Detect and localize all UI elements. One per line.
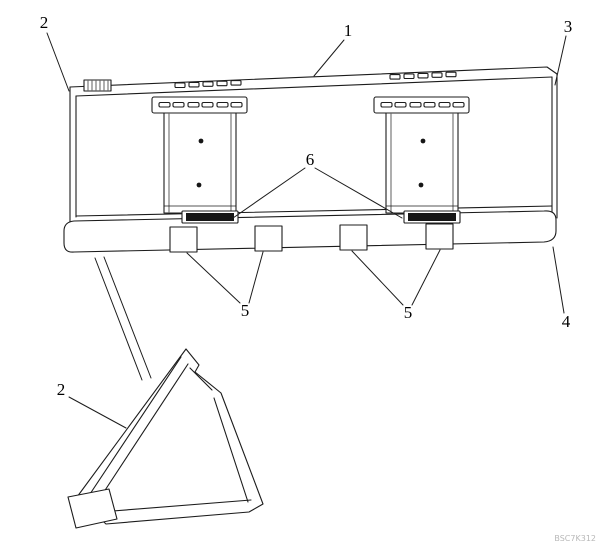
callout-label-5-right: 5 bbox=[404, 303, 413, 322]
leader-lines bbox=[46, 32, 567, 429]
vent-slot bbox=[158, 101, 171, 108]
top-rim-slots-left bbox=[174, 80, 242, 89]
rim-slot bbox=[403, 73, 415, 80]
bracket-body bbox=[385, 112, 459, 214]
rim-slot bbox=[417, 72, 429, 79]
bottom-tab-1 bbox=[169, 226, 198, 253]
bolt-hole bbox=[418, 182, 424, 188]
vent-slot bbox=[452, 101, 465, 108]
figure-part-code: BSC7K312 bbox=[554, 534, 596, 543]
bucket-top-edge bbox=[69, 66, 558, 88]
bucket-rear-view bbox=[63, 66, 558, 253]
side-back-plate-line-b bbox=[93, 363, 189, 508]
vent-slot bbox=[201, 101, 214, 108]
vent-slot bbox=[380, 101, 393, 108]
mounting-bracket-right bbox=[373, 96, 470, 224]
rim-slot bbox=[188, 81, 200, 88]
leader-callout-5-right-b bbox=[411, 249, 441, 306]
vent-slot bbox=[216, 101, 229, 108]
vent-slot bbox=[230, 101, 243, 108]
rim-slot bbox=[216, 80, 228, 87]
bottom-tab-3 bbox=[339, 224, 368, 251]
leader-callout-2-top bbox=[46, 32, 70, 92]
side-front-inner-line bbox=[213, 397, 249, 503]
leader-callout-5-left-a bbox=[186, 252, 241, 304]
vent-slot bbox=[187, 101, 200, 108]
bolt-hole bbox=[198, 138, 204, 144]
leader-callout-5-right-a bbox=[351, 250, 404, 306]
serial-plate-hatching bbox=[87, 80, 109, 91]
bottom-tab-2 bbox=[254, 225, 283, 252]
top-rim-slots-right bbox=[389, 71, 457, 80]
mounting-bracket-left bbox=[151, 96, 248, 224]
bracket-foot bbox=[408, 213, 456, 221]
projection-line-a bbox=[94, 257, 143, 381]
callout-labels: 2 1 3 6 5 5 4 2 bbox=[40, 13, 573, 399]
leader-callout-3 bbox=[554, 35, 567, 86]
vent-slot bbox=[438, 101, 451, 108]
bottom-tabs bbox=[169, 223, 454, 253]
callout-label-2-top: 2 bbox=[40, 13, 49, 32]
projection-line-b bbox=[103, 256, 152, 379]
bucket-top-rim-inner bbox=[75, 76, 553, 97]
bracket-foot bbox=[186, 213, 234, 221]
callout-label-5-left: 5 bbox=[241, 301, 250, 320]
side-floor-line bbox=[99, 499, 252, 513]
leader-callout-5-left-b bbox=[248, 251, 264, 304]
bucket-panel-bottom-line bbox=[75, 205, 553, 217]
bracket-body-lines bbox=[385, 113, 459, 213]
bracket-vent-slots bbox=[380, 101, 465, 108]
side-back-plate-line-a bbox=[85, 356, 182, 501]
rim-slot bbox=[445, 71, 457, 78]
leader-callout-6-right bbox=[314, 167, 403, 219]
rim-slot bbox=[230, 80, 242, 86]
callout-label-4: 4 bbox=[562, 312, 571, 331]
bracket-vent-slots bbox=[158, 101, 243, 108]
callout-label-2-bottom: 2 bbox=[57, 380, 66, 399]
bracket-body-lines bbox=[163, 113, 237, 213]
rim-slot bbox=[431, 72, 443, 78]
rim-slot bbox=[202, 81, 214, 87]
cutting-edge-band bbox=[63, 210, 557, 253]
leader-callout-1 bbox=[313, 39, 345, 77]
cutting-edge-end bbox=[67, 488, 118, 529]
vent-slot bbox=[172, 101, 185, 108]
rim-slot bbox=[389, 74, 401, 80]
callout-label-1: 1 bbox=[344, 21, 353, 40]
bucket-side-view bbox=[67, 348, 264, 529]
callout-label-3: 3 bbox=[564, 17, 573, 36]
vent-slot bbox=[409, 101, 422, 108]
side-lip-inner-line bbox=[189, 367, 213, 391]
bolt-hole bbox=[196, 182, 202, 188]
bolt-hole bbox=[420, 138, 426, 144]
leader-callout-2-bottom bbox=[68, 396, 127, 429]
vent-slot bbox=[423, 101, 436, 108]
vent-slot bbox=[394, 101, 407, 108]
serial-plate bbox=[83, 79, 112, 92]
bracket-body bbox=[163, 112, 237, 214]
rim-slot bbox=[174, 82, 186, 89]
leader-callout-4 bbox=[552, 246, 565, 314]
callout-label-6: 6 bbox=[306, 150, 315, 169]
bottom-tab-4 bbox=[425, 223, 454, 250]
leader-callout-6-left bbox=[232, 167, 306, 219]
